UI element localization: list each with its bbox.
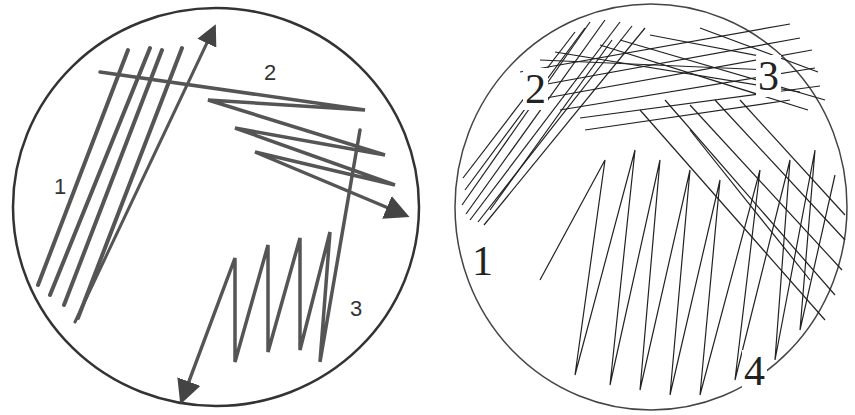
zone-number: 1: [470, 240, 495, 282]
zone-number: 3: [348, 298, 364, 320]
left-petri-dish: [13, 8, 419, 406]
zone-number: 2: [523, 68, 548, 110]
zone-number: 3: [756, 55, 781, 97]
zone-number: 1: [52, 176, 68, 198]
zone-number: 4: [742, 350, 767, 392]
right-petri-dish: [455, 4, 847, 410]
zone-number: 2: [262, 62, 278, 84]
